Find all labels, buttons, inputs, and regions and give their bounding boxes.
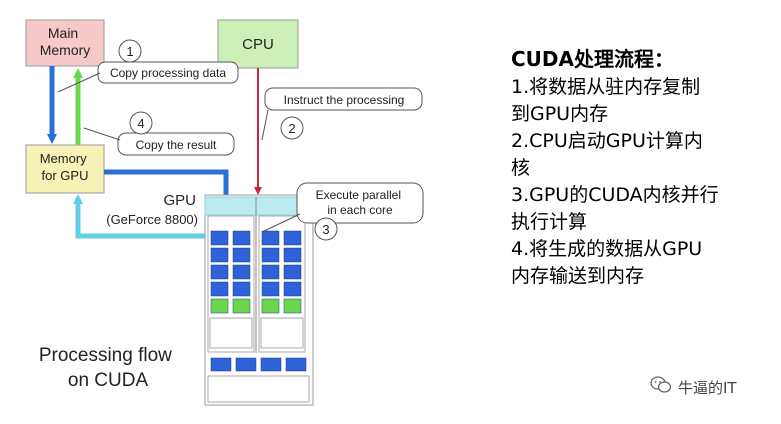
right-panel-line: 3.GPU的CUDA内核并行 xyxy=(511,184,719,206)
callout-1-num: 1 xyxy=(126,44,133,59)
memory-interface-cell xyxy=(285,357,307,372)
memory-interface-cell xyxy=(260,357,282,372)
core-cell xyxy=(232,264,251,280)
core-cell xyxy=(283,264,302,280)
main-memory-line2: Memory xyxy=(40,42,91,58)
cpu-label: CPU xyxy=(242,36,274,53)
shared-memory-block xyxy=(209,317,253,349)
main-memory-box: Main Memory xyxy=(25,19,105,67)
memory-for-gpu-box: Memory for GPU xyxy=(25,144,105,194)
svg-text:Processing flow on CUDA: Processing flow on CUDA xyxy=(39,345,177,391)
core-cell xyxy=(261,264,280,280)
svg-text:Execute parallel in each: Execute parallel in each core xyxy=(316,188,405,217)
callout-3-line1: Execute parallel xyxy=(316,188,401,202)
right-panel-lines: 1.将数据从驻内存复制到GPU内存 2.CPU启动GPU计算内核 3.GPU的CUD… xyxy=(511,74,776,290)
callout-4: Copy the result 4 xyxy=(83,111,235,156)
flow-title-line2: on CUDA xyxy=(68,370,149,391)
wechat-icon xyxy=(650,376,672,398)
memory-interface-cell xyxy=(210,357,232,372)
gpu-lower-memory xyxy=(207,375,310,403)
core-cell xyxy=(232,247,251,263)
core-cell xyxy=(210,264,229,280)
flow-title-line1: Processing flow xyxy=(39,345,172,366)
svg-text:Memory for GPU: Memory for GPU xyxy=(40,151,91,183)
core-cell xyxy=(210,230,229,246)
gpu-label: GPU xyxy=(163,192,196,209)
callout-4-text: Copy the result xyxy=(136,138,217,152)
core-cell xyxy=(261,281,280,297)
right-panel-line: 4.将生成的数据从GPU xyxy=(511,238,703,260)
callout-2-text: Instruct the processing xyxy=(284,93,405,107)
main-memory-line1: Main xyxy=(48,25,78,41)
right-panel-line: 到GPU内存 xyxy=(511,103,609,125)
core-cell xyxy=(210,247,229,263)
callout-2: Instruct the processing 2 xyxy=(261,87,423,141)
callout-3-line2: in each core xyxy=(327,203,393,217)
core-cell xyxy=(283,247,302,263)
right-panel-line: 内存输送到内存 xyxy=(511,265,645,287)
shared-memory-block xyxy=(260,317,304,349)
gpu-block xyxy=(204,194,314,406)
core-cell xyxy=(232,230,251,246)
callout-1: Copy processing data 1 xyxy=(57,39,239,93)
core-cell xyxy=(283,298,302,314)
core-cell xyxy=(232,298,251,314)
core-cell xyxy=(210,298,229,314)
svg-text:Main Memory: Main Memory xyxy=(40,25,91,58)
right-panel-line: 执行计算 xyxy=(511,211,588,233)
memory-interface-cell xyxy=(235,357,257,372)
callout-2-num: 2 xyxy=(288,121,295,136)
core-cell xyxy=(283,230,302,246)
gpu-model-label: (GeForce 8800) xyxy=(106,212,198,227)
core-cell xyxy=(232,281,251,297)
right-panel-title: CUDA处理流程： xyxy=(511,47,674,71)
watermark: 牛逼的IT xyxy=(650,376,737,398)
right-panel-line: 2.CPU启动GPU计算内 xyxy=(511,130,703,152)
right-panel-line: 核 xyxy=(511,157,531,179)
cpu-box: CPU xyxy=(217,19,299,69)
right-panel-line: 1.将数据从驻内存复制 xyxy=(511,76,701,98)
callout-4-num: 4 xyxy=(137,116,144,131)
core-cell xyxy=(261,247,280,263)
callout-1-text: Copy processing data xyxy=(110,66,226,80)
gpu-result-path-arrow xyxy=(73,194,210,239)
callout-3: Execute parallel in each core 3 xyxy=(261,182,424,241)
callout-3-num: 3 xyxy=(322,222,329,237)
core-cell xyxy=(283,281,302,297)
core-cell xyxy=(261,298,280,314)
core-cell xyxy=(210,281,229,297)
memory-gpu-line2: for GPU xyxy=(42,168,89,183)
memory-gpu-line1: Memory xyxy=(40,151,87,166)
core-cells xyxy=(209,230,307,372)
core-cell xyxy=(261,230,280,246)
right-panel: CUDA处理流程： 1.将数据从驻内存复制到GPU内存 2.CPU启动GPU计算内… xyxy=(511,44,776,290)
watermark-text: 牛逼的IT xyxy=(678,378,737,397)
